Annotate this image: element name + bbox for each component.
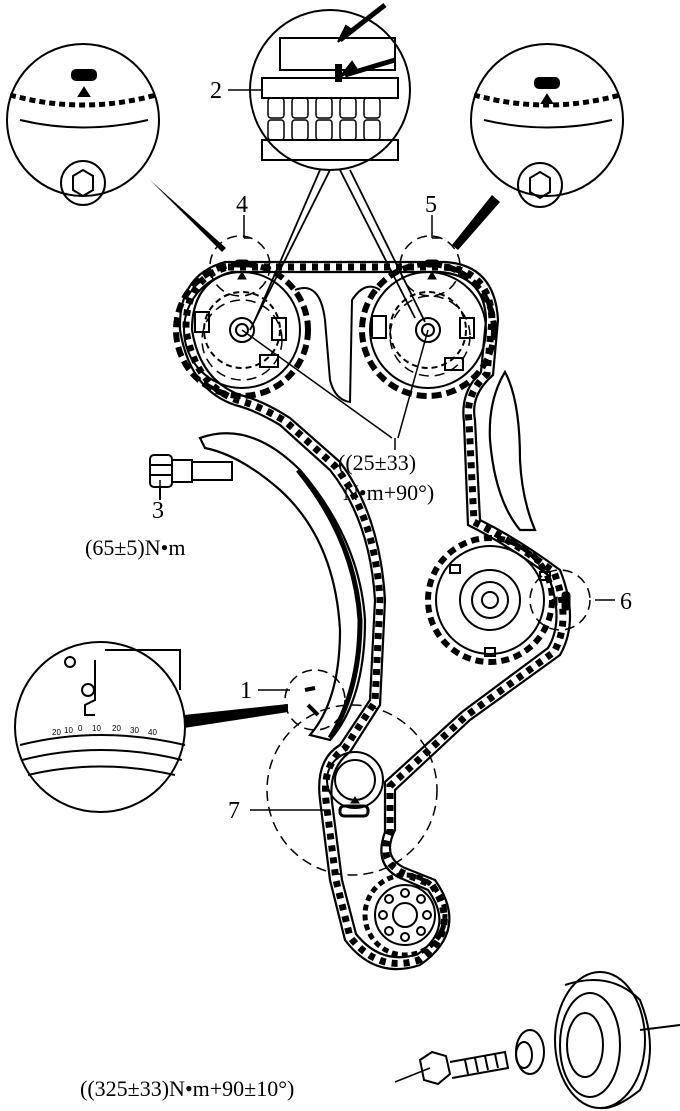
zoom-detail-4 [6, 43, 160, 206]
crankshaft-sprocket [362, 872, 448, 958]
detail-circles [201, 235, 591, 876]
callout-6: 6 [620, 589, 632, 615]
crank-washer [515, 1029, 545, 1075]
timing-marks [234, 259, 571, 818]
degree-scale: 20 10 0 10 20 30 40 [52, 724, 157, 737]
zoom-detail-2 [249, 3, 411, 171]
callout-7: 7 [228, 798, 240, 824]
callout-3: 3 [152, 498, 164, 524]
callout-leaders [159, 89, 615, 1083]
crank-bolt-torque: ((325±33)N•m+90±10°) [80, 1076, 294, 1101]
exhaust-camshaft-sprocket [359, 261, 497, 399]
intermediate-sprocket [425, 535, 555, 665]
callout-5: 5 [425, 192, 437, 218]
zoom-detail-5 [470, 43, 624, 208]
chain-tensioner [149, 454, 233, 500]
scale-tick: 20 [112, 724, 121, 733]
scale-tick: 10 [64, 726, 73, 735]
scale-tick: 10 [92, 724, 101, 733]
camshaft-bolt-torque-line1: ((25±33) [338, 450, 416, 475]
fixed-guide-rail [488, 369, 537, 532]
scale-tick: 40 [148, 728, 157, 737]
callout-2: 2 [210, 78, 222, 104]
zoom-4-leader [140, 170, 226, 252]
cylinder-head-outline [294, 285, 381, 404]
camshaft-bolt-torque-line2: N•m+90°) [343, 480, 434, 505]
crankshaft-pulley [554, 971, 680, 1110]
callout-4: 4 [236, 192, 248, 218]
zoom-1-leader [184, 704, 288, 728]
crank-bolt [418, 1050, 510, 1086]
zoom-2-leader [249, 169, 426, 331]
tensioner-torque: (65±5)N•m [85, 535, 185, 560]
scale-tick: 0 [78, 724, 83, 733]
scale-tick: 20 [52, 728, 61, 737]
scale-tick: 30 [130, 726, 139, 735]
zoom-5-leader [452, 195, 500, 250]
callout-1: 1 [240, 678, 252, 704]
